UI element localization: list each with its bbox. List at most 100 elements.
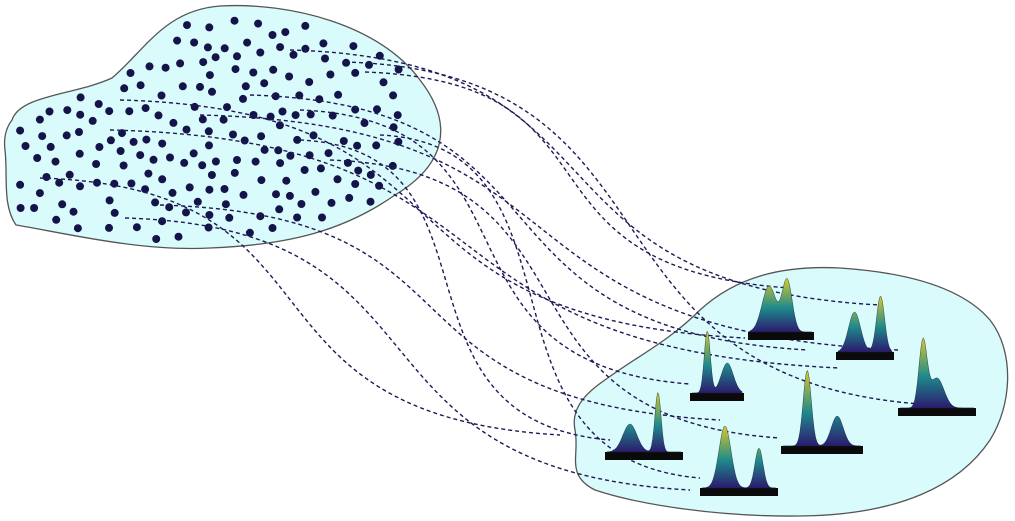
mapping-curve	[119, 99, 746, 339]
source-point	[203, 43, 212, 52]
source-point	[119, 161, 128, 170]
source-point	[55, 178, 64, 187]
distribution-base	[898, 408, 976, 416]
source-point	[230, 16, 239, 25]
source-point	[233, 156, 241, 164]
source-point	[281, 28, 290, 37]
source-point	[274, 146, 283, 155]
bimodal-peaks	[783, 370, 861, 447]
source-point	[301, 21, 310, 30]
source-point	[136, 81, 145, 90]
source-point	[46, 142, 55, 151]
bimodal-peaks	[749, 278, 812, 333]
source-point	[319, 39, 328, 48]
source-point	[295, 91, 304, 100]
source-point	[297, 200, 306, 208]
source-point	[372, 141, 381, 150]
distribution-base	[690, 393, 744, 401]
distribution-plot	[781, 370, 863, 454]
source-point	[120, 84, 129, 93]
source-point	[375, 181, 384, 190]
source-point	[198, 161, 207, 170]
source-point	[169, 118, 178, 127]
source-point	[211, 53, 220, 62]
source-point	[166, 153, 174, 162]
source-point	[105, 107, 114, 116]
source-point	[165, 203, 174, 212]
source-point	[161, 63, 170, 72]
source-point	[394, 65, 403, 74]
source-point	[183, 21, 191, 30]
bimodal-peaks	[701, 425, 776, 489]
source-point	[69, 207, 78, 216]
source-point	[158, 139, 167, 148]
source-point	[16, 180, 25, 189]
source-point	[271, 92, 280, 101]
source-point	[73, 224, 82, 233]
distribution-base	[748, 332, 814, 340]
source-point	[94, 100, 103, 108]
source-point	[285, 72, 294, 81]
distribution-plot	[898, 337, 976, 416]
source-point	[221, 200, 230, 209]
source-point	[204, 127, 213, 136]
source-point	[198, 115, 207, 124]
source-point	[196, 82, 204, 91]
source-point	[125, 107, 134, 116]
source-point	[251, 157, 260, 166]
distribution-base	[781, 446, 863, 454]
distribution-plot	[605, 391, 683, 460]
source-point	[328, 111, 337, 120]
source-point	[95, 143, 104, 151]
distribution-base	[836, 352, 894, 360]
source-point	[205, 71, 214, 80]
source-point	[327, 198, 336, 207]
source-point	[141, 104, 150, 113]
source-point	[276, 43, 285, 52]
source-point	[389, 123, 398, 132]
source-point	[256, 212, 265, 221]
bimodal-peaks	[900, 337, 974, 409]
source-point	[268, 224, 277, 232]
mapping-curve	[199, 114, 899, 351]
source-point	[366, 197, 375, 206]
source-point	[360, 119, 369, 127]
source-point	[220, 185, 229, 193]
source-point	[92, 160, 101, 168]
source-point	[289, 50, 298, 59]
source-point	[316, 164, 325, 173]
source-point	[205, 23, 214, 32]
source-point	[293, 135, 302, 144]
target-distributions	[605, 278, 976, 496]
source-point	[205, 211, 214, 219]
source-point	[42, 173, 51, 181]
source-point	[51, 157, 60, 166]
source-point	[116, 147, 125, 155]
source-point	[178, 82, 187, 91]
source-point	[158, 175, 167, 184]
source-point	[193, 197, 202, 206]
source-point	[388, 161, 397, 170]
source-point	[75, 149, 84, 158]
source-point	[110, 208, 119, 217]
source-point	[45, 107, 54, 116]
source-point	[132, 223, 141, 232]
source-point	[315, 95, 324, 104]
distribution-plot	[836, 295, 894, 360]
mapping-curve	[124, 217, 691, 491]
source-point	[205, 141, 213, 150]
source-point	[394, 137, 403, 146]
source-point	[230, 168, 239, 177]
mapping-curve	[299, 109, 691, 385]
bimodal-peaks	[606, 391, 681, 453]
source-point	[334, 90, 343, 99]
source-point	[207, 171, 216, 179]
source-point	[225, 213, 234, 222]
source-point	[282, 176, 291, 185]
source-point	[180, 158, 189, 167]
source-point	[174, 232, 183, 241]
source-point	[75, 128, 83, 136]
source-point	[220, 44, 229, 53]
source-point	[229, 130, 237, 139]
source-point	[275, 205, 284, 214]
